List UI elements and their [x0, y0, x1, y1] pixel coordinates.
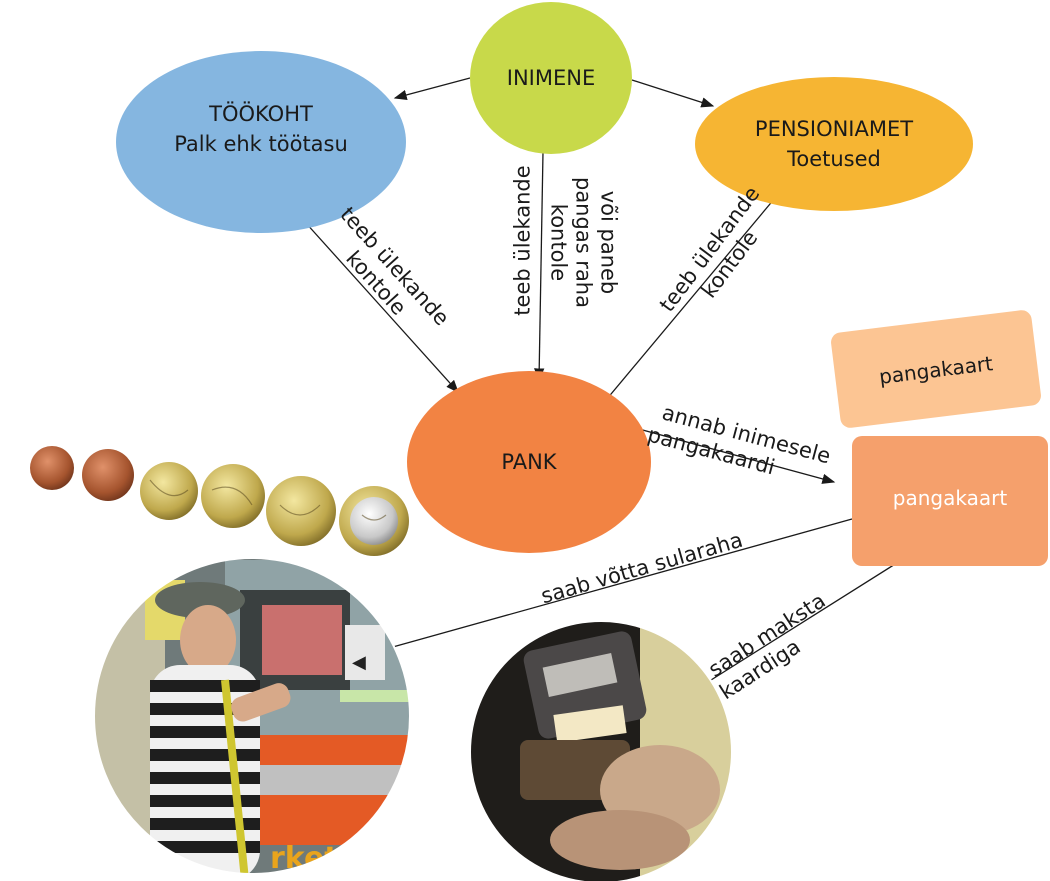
svg-text:◀: ◀ — [352, 652, 366, 673]
edge-label-inimene-pank-b: või paneb pangas raha kontole — [546, 173, 621, 313]
arrow-inimene-pensioniamet — [631, 79, 715, 108]
coins-photo — [30, 446, 409, 556]
atm-photo: ◀ rket — [94, 558, 410, 874]
arrow-tookoht-pank — [304, 221, 459, 393]
arrow-inimene-tookoht — [393, 77, 471, 101]
coin-1-cent — [30, 446, 74, 490]
coin-2-cent — [82, 449, 134, 501]
edge-inimene-pank-b-line3: kontole — [546, 203, 571, 282]
coin-20-cent — [201, 464, 265, 528]
card-front-label: pangakaart — [892, 486, 1008, 510]
edge-inimene-pank-a-line1: teeb ülekande — [510, 165, 535, 316]
pensioniamet-label: PENSIONIAMET Toetused — [724, 114, 944, 174]
edge-inimene-pank-b-line1: või paneb — [596, 190, 621, 295]
node-tookoht — [116, 51, 406, 233]
node-pank — [407, 371, 651, 553]
card-front — [852, 436, 1048, 566]
edge-inimene-pank-b-line2: pangas raha — [571, 176, 596, 308]
arrow-inimene-pank — [534, 151, 545, 382]
pank-label: PANK — [469, 447, 589, 477]
arrow-card-pay — [690, 560, 901, 693]
arrow-card-atm — [380, 518, 853, 652]
card-back — [831, 310, 1041, 428]
node-pensioniamet — [695, 77, 973, 211]
arrows — [304, 77, 901, 693]
tookoht-title: TÖÖKOHT — [209, 102, 313, 126]
tookoht-label: TÖÖKOHT Palk ehk töötasu — [141, 99, 381, 159]
coin-10-cent — [140, 462, 198, 520]
pensioniamet-subtitle: Toetused — [787, 147, 881, 171]
pensioniamet-title: PENSIONIAMET — [754, 117, 914, 141]
inimene-title: INIMENE — [506, 66, 596, 90]
coin-50-cent — [266, 476, 336, 546]
node-inimene — [470, 2, 632, 154]
arrow-pensioniamet-pank — [600, 197, 776, 407]
tookoht-subtitle: Palk ehk töötasu — [174, 132, 348, 156]
edge-label-inimene-pank-a: teeb ülekande — [511, 151, 536, 331]
payment-photo — [470, 621, 732, 881]
pank-title: PANK — [501, 450, 557, 474]
arrow-pank-card — [616, 422, 836, 484]
inimene-label: INIMENE — [491, 63, 611, 93]
